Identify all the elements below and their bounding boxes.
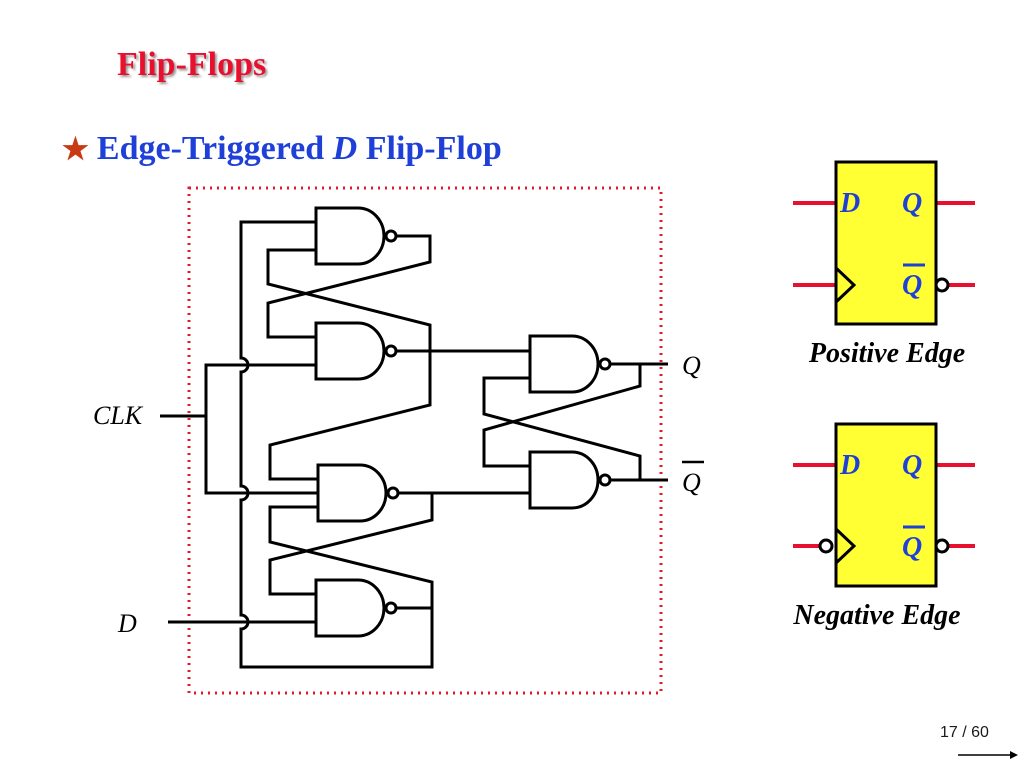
positive-edge-symbol <box>793 160 975 326</box>
q-output-label: Q <box>682 351 701 380</box>
positive-edge-label: Positive Edge <box>808 338 965 369</box>
nand-gate-5 <box>528 334 612 394</box>
nand-gate-1 <box>314 206 398 266</box>
nand-gate-2 <box>314 321 398 381</box>
d-input-label: D <box>117 609 137 638</box>
next-arrow-icon[interactable] <box>958 751 1018 759</box>
bullet-text-prefix: Edge-Triggered <box>96 130 333 167</box>
nand-gate-6 <box>528 450 612 510</box>
negative-edge-symbol <box>793 422 975 588</box>
star-icon: ★ <box>62 133 89 166</box>
bullet-text-suffix: Flip-Flop <box>357 130 502 167</box>
circuit-wires <box>160 220 668 669</box>
bullet-text-var: D <box>332 130 358 167</box>
positive-pin-qbar: Q <box>902 270 922 301</box>
page-number: 17 / 60 <box>940 724 989 741</box>
bullet-heading: ★Edge-Triggered D Flip-Flop <box>62 130 502 168</box>
positive-pin-d: D <box>839 188 860 219</box>
negative-pin-d: D <box>839 450 860 481</box>
negative-edge-label: Negative Edge <box>792 600 960 631</box>
negative-pin-qbar: Q <box>902 532 922 563</box>
qbar-output-label: Q <box>682 468 701 497</box>
negative-pin-q: Q <box>902 450 922 481</box>
clk-input-label: CLK <box>93 401 144 430</box>
positive-pin-q: Q <box>902 188 922 219</box>
nand-gate-3 <box>316 463 400 523</box>
slide-title: Flip-Flops <box>117 46 267 83</box>
nand-gate-4 <box>314 578 398 638</box>
dotted-border <box>187 186 663 695</box>
